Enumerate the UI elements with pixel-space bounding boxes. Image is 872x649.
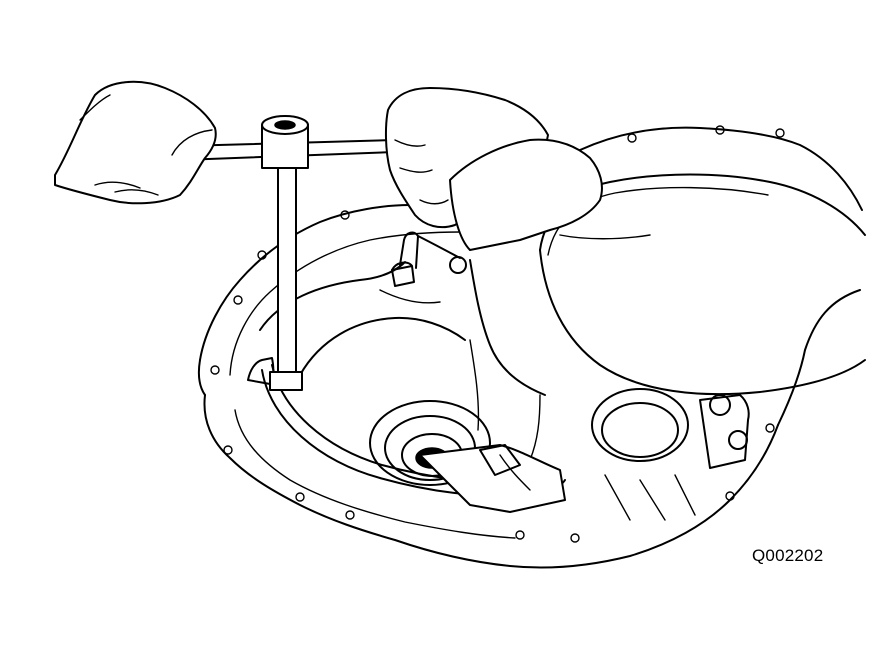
side-bore: [591, 388, 750, 521]
case-right-edge: [777, 289, 861, 426]
t-handle-wrench: [181, 115, 396, 391]
flange-bolt-holes: [210, 125, 785, 543]
inner-cavity: [259, 259, 546, 461]
figure-code: Q002202: [752, 546, 824, 565]
right-hand: [384, 87, 603, 251]
left-hand: [54, 80, 217, 205]
selector-assembly: [419, 444, 566, 513]
